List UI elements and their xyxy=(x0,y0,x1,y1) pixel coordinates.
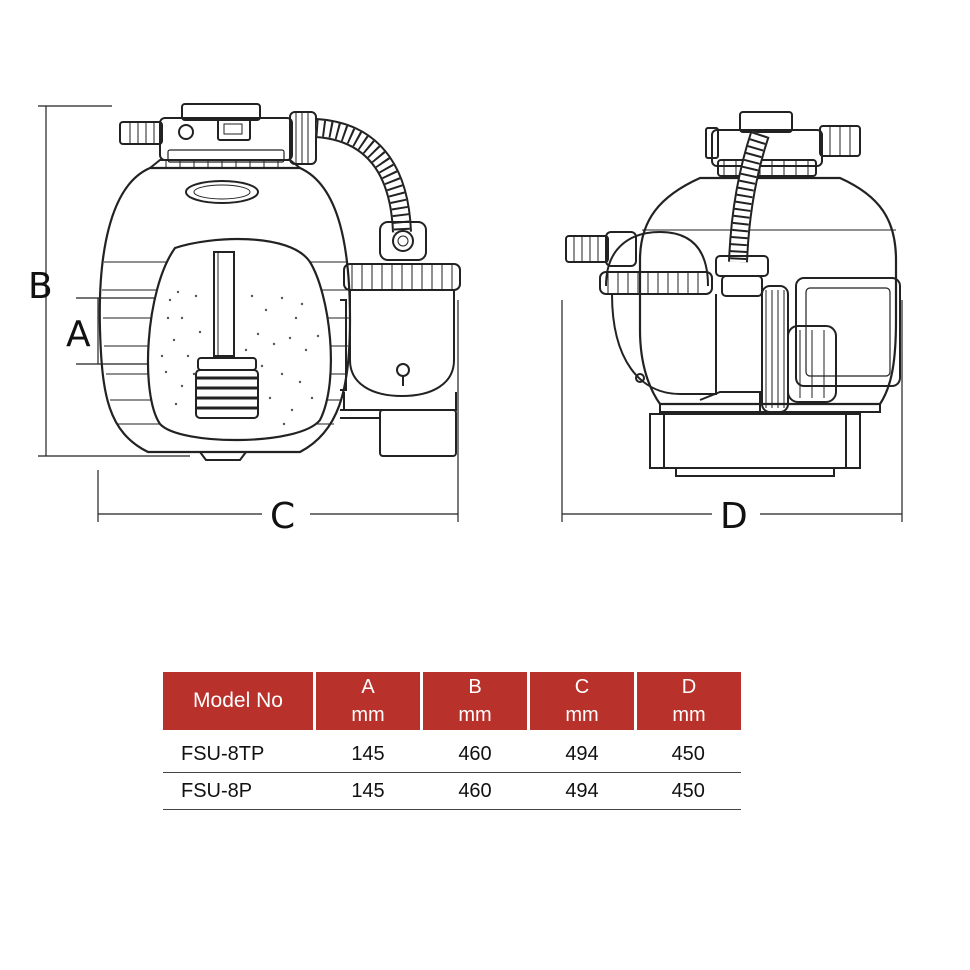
filter-side-view: D xyxy=(561,111,903,537)
table-row: FSU-8P 145 460 494 450 xyxy=(163,772,741,810)
cell-d: 450 xyxy=(635,772,741,810)
cell-c: 494 xyxy=(528,736,636,773)
dimension-label-b: B xyxy=(28,266,53,307)
filter-front-view: B A C xyxy=(28,103,461,537)
dimension-label-a: A xyxy=(66,314,91,355)
dimension-label-d: D xyxy=(720,496,748,537)
cell-d: 450 xyxy=(635,736,741,773)
cell-model: FSU-8TP xyxy=(163,736,315,773)
filter-sand-media xyxy=(160,290,320,426)
cell-model: FSU-8P xyxy=(163,772,315,810)
cell-a: 145 xyxy=(314,736,422,773)
header-model-no: Model No xyxy=(163,672,316,730)
cutaway-window xyxy=(146,237,333,442)
cell-c: 494 xyxy=(528,772,636,810)
cell-a: 145 xyxy=(314,772,422,810)
dimension-label-c: C xyxy=(270,496,295,537)
technical-drawing: B A C xyxy=(28,103,903,537)
cell-b: 460 xyxy=(421,736,529,773)
table-row: FSU-8TP 145 460 494 450 xyxy=(163,736,741,773)
cell-b: 460 xyxy=(421,772,529,810)
